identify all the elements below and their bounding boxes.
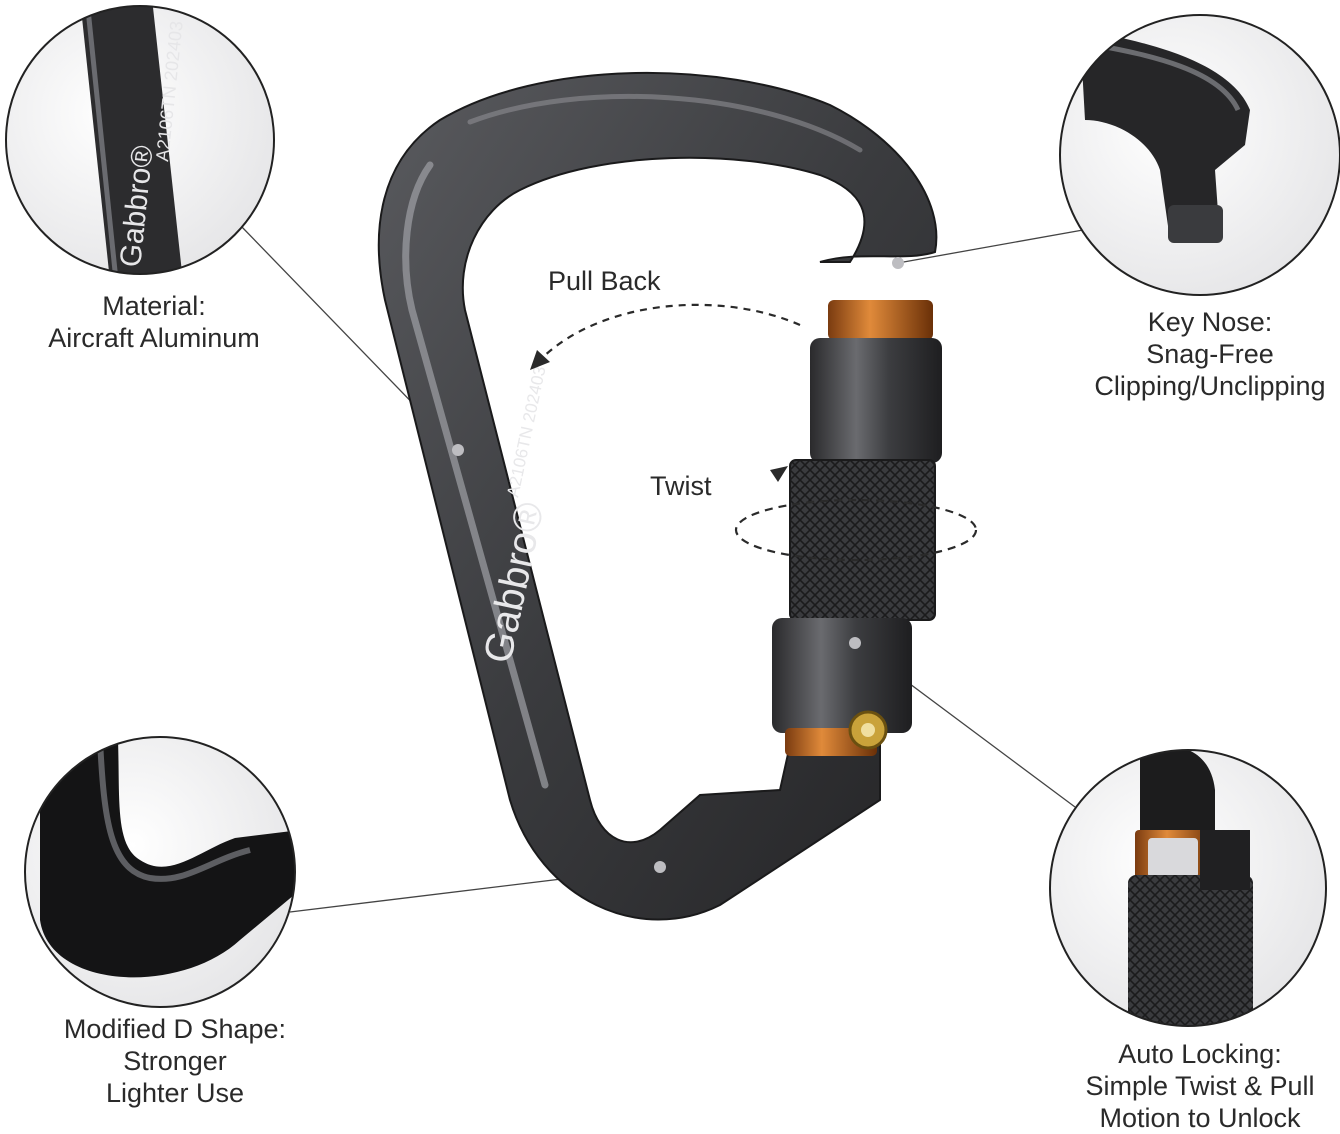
- gate-knurled-ring: [789, 459, 936, 621]
- frame-highlight: [402, 161, 549, 789]
- zoom-material: Gabbro® A2106TN 202403: [5, 5, 275, 275]
- callout-auto-lock-detail-1: Simple Twist & Pull: [1085, 1071, 1315, 1101]
- gate-top-copper: [828, 300, 933, 340]
- callout-auto-lock-detail-2: Motion to Unlock: [1099, 1103, 1301, 1133]
- callout-shape-detail-2: Lighter Use: [105, 1078, 245, 1108]
- callout-shape: Modified D Shape: Stronger Lighter Use: [40, 1013, 310, 1109]
- carabiner: Gabbro® A2106TN 202403: [377, 71, 942, 921]
- twist-label: Twist: [650, 471, 712, 501]
- locking-gate: [772, 300, 942, 756]
- callout-key-nose: Key Nose: Snag-Free Clipping/Unclipping: [1080, 306, 1340, 402]
- callout-material-detail: Aircraft Aluminum: [48, 323, 260, 353]
- callout-shape-detail-1: Stronger: [123, 1046, 227, 1076]
- callout-material-title: Material:: [102, 291, 206, 321]
- callout-auto-lock: Auto Locking: Simple Twist & Pull Motion…: [1062, 1038, 1338, 1134]
- callout-key-nose-detail-1: Snag-Free: [1146, 339, 1274, 369]
- callout-line-key-nose: [897, 229, 1084, 264]
- frame-top-highlight: [467, 93, 863, 153]
- carabiner-frame: [377, 71, 938, 921]
- zoom-shape: [24, 736, 296, 1008]
- pull-back-arrowhead: [530, 350, 550, 370]
- pull-back-arrow: [539, 303, 801, 361]
- gate-upper-sleeve: [810, 338, 942, 463]
- twist-arrow: [734, 498, 978, 562]
- callout-key-nose-detail-2: Clipping/Unclipping: [1094, 371, 1326, 401]
- pull-back-label: Pull Back: [548, 266, 661, 296]
- callout-auto-lock-title: Auto Locking:: [1118, 1039, 1282, 1069]
- callout-lines: [239, 224, 1084, 913]
- zoom-key-nose: [1059, 14, 1340, 296]
- callout-key-nose-title: Key Nose:: [1147, 307, 1273, 337]
- zoom-auto-lock: [1049, 749, 1327, 1027]
- callout-shape-title: Modified D Shape:: [63, 1014, 287, 1044]
- model-engraving: A2106TN 202403: [503, 365, 549, 499]
- twist-arrowhead: [770, 466, 788, 482]
- gate-lower-sleeve: [772, 618, 912, 733]
- callout-material: Material: Aircraft Aluminum: [20, 290, 288, 354]
- callout-dots: [452, 257, 904, 873]
